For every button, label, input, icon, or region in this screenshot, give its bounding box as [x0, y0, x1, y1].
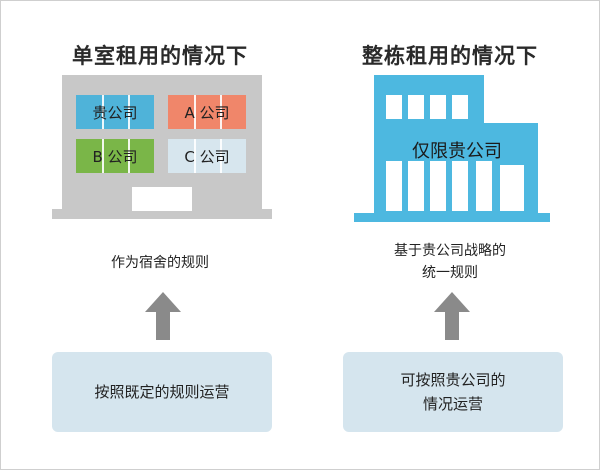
whole-building: 仅限贵公司 [352, 75, 552, 223]
right-up-arrow [434, 292, 470, 340]
building-label: 仅限贵公司 [412, 141, 502, 162]
right-caption: 基于贵公司战略的 统一规则 [394, 243, 506, 281]
tenant-company-c: C 公司 [168, 139, 246, 173]
building-door [132, 187, 192, 211]
shared-building: 贵公司 A 公司 B 公司 C 公司 [52, 75, 272, 221]
right-title: 整栋租用的情况下 [362, 44, 538, 68]
tenant-your-company: 贵公司 [76, 95, 154, 129]
tenant-company-a: A 公司 [168, 95, 246, 129]
left-title: 单室租用的情况下 [72, 44, 248, 68]
tenant-company-b: B 公司 [76, 139, 154, 173]
left-operation-box: 按照既定的规则运营 [52, 352, 272, 432]
left-up-arrow [145, 292, 181, 340]
left-caption: 作为宿舍的规则 [111, 255, 209, 271]
right-operation-box: 可按照贵公司的 情况运营 [343, 352, 563, 432]
